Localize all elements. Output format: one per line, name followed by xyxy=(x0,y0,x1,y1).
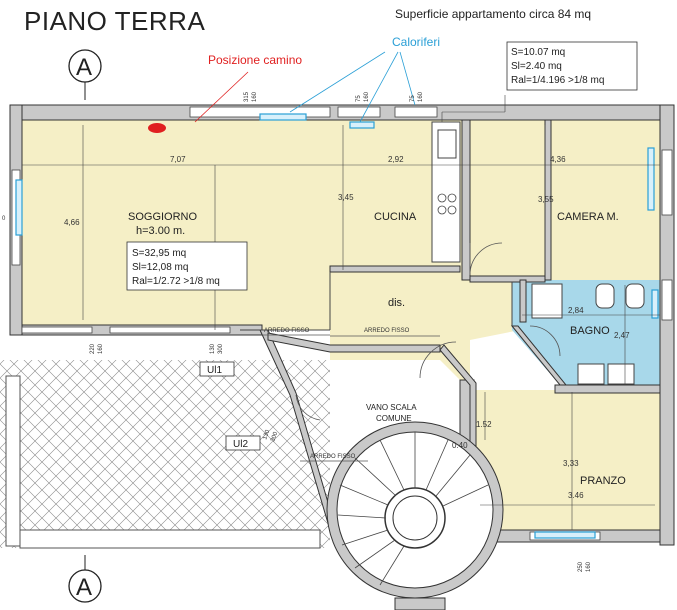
dimension-lines xyxy=(22,95,660,530)
odim-75a: 75 xyxy=(356,95,362,102)
dim-152: 1.52 xyxy=(476,420,492,429)
camera-info-2: Sl=2.40 mq xyxy=(511,61,562,72)
odim-160a: 160 xyxy=(252,91,258,102)
odim-160e: 160 xyxy=(586,561,592,572)
soggiorno-info-2: Sl=12,08 mq xyxy=(132,262,188,273)
fireplace-callout xyxy=(194,71,249,123)
fixed-furniture-lines xyxy=(262,334,440,462)
surface-note: Superficie appartamento circa 84 mq xyxy=(395,7,591,21)
fireplace-marker xyxy=(148,123,166,133)
sink-left xyxy=(577,363,605,385)
ul1-box xyxy=(199,361,235,377)
floor-main xyxy=(22,120,660,540)
odim-300b: 300 xyxy=(270,431,279,443)
radiators-label: Caloriferi xyxy=(392,35,440,49)
section-marker-bottom xyxy=(68,555,102,603)
room-pranzo: PRANZO xyxy=(580,475,626,487)
room-camera: CAMERA M. xyxy=(557,211,619,223)
page-title: PIANO TERRA xyxy=(24,6,205,36)
kitchen-sink xyxy=(437,129,457,159)
stair-landing-wall xyxy=(394,597,446,610)
soggiorno-info-3: Ral=1/2.72 >1/8 mq xyxy=(132,276,220,287)
room-dis: dis. xyxy=(388,297,405,309)
room-vano-scala-1: VANO SCALA xyxy=(366,403,417,412)
terrace-post xyxy=(5,375,21,547)
odim-0: 0 xyxy=(2,216,6,222)
arredo-fisso-2: ARREDO FISSO xyxy=(364,328,410,334)
sink-right xyxy=(607,363,635,385)
partitions xyxy=(240,272,513,331)
toilet-icon xyxy=(625,283,645,309)
stair-core-inner xyxy=(392,495,438,541)
dim-292: 2,92 xyxy=(388,155,404,164)
door-swings xyxy=(295,242,561,421)
odim-160d: 160 xyxy=(98,343,104,354)
odim-315: 315 xyxy=(244,91,250,102)
bidet-icon xyxy=(595,283,615,309)
dim-707: 7,07 xyxy=(170,155,186,164)
odim-160c: 160 xyxy=(418,91,424,102)
radiators xyxy=(15,113,659,539)
dim-040: 0.40 xyxy=(452,441,468,450)
room-soggiorno-height: h=3.00 m. xyxy=(136,225,185,237)
stair-treads xyxy=(337,432,489,586)
dim-284: 2,84 xyxy=(568,306,584,315)
soggiorno-info-box xyxy=(126,241,248,291)
dim-333: 3,33 xyxy=(563,459,579,468)
section-marker-top xyxy=(68,49,102,100)
dim-436: 4,36 xyxy=(550,155,566,164)
stair-top-wall xyxy=(267,332,441,353)
ul2-box xyxy=(225,435,261,451)
terrace-rail xyxy=(19,529,321,549)
odim-130a: 130 xyxy=(210,343,216,354)
room-cucina: CUCINA xyxy=(374,211,417,223)
terrace-hatch xyxy=(0,360,330,550)
dim-346: 3.46 xyxy=(568,491,584,500)
soggiorno-info-1: S=32,95 mq xyxy=(132,248,186,259)
fireplace-label: Posizione camino xyxy=(208,53,302,67)
shower-tray xyxy=(531,283,563,319)
window-label-ul1: Ul1 xyxy=(207,365,222,376)
camera-info-1: S=10.07 mq xyxy=(511,47,565,58)
dim-466: 4,66 xyxy=(64,218,80,227)
section-label-top: A xyxy=(76,54,92,81)
room-bagno: BAGNO xyxy=(570,325,610,337)
terrace-hatch-lower xyxy=(0,548,330,555)
window-label-ul2: Ul2 xyxy=(233,439,248,450)
dim-345: 3,45 xyxy=(338,193,354,202)
camera-info-box xyxy=(506,41,638,91)
dim-247: 2,47 xyxy=(614,331,630,340)
odim-130b: 130 xyxy=(262,429,271,441)
odim-75b: 75 xyxy=(410,95,416,102)
odim-250: 250 xyxy=(578,561,584,572)
odim-300a: 300 xyxy=(218,343,224,354)
bath-wall xyxy=(510,325,568,386)
camera-info-3: Ral=1/4.196 >1/8 mq xyxy=(511,75,604,86)
dim-355: 3,55 xyxy=(538,195,554,204)
odim-160b: 160 xyxy=(364,91,370,102)
odim-220: 220 xyxy=(90,343,96,354)
room-soggiorno: SOGGIORNO xyxy=(128,211,198,223)
section-label-bottom: A xyxy=(76,574,92,601)
arredo-fisso-3: ARREDO FISSO xyxy=(310,454,356,460)
room-vano-scala-2: COMUNE xyxy=(376,414,412,423)
stove-icon xyxy=(437,193,457,215)
radiator-callouts xyxy=(289,51,416,123)
arredo-fisso-1: ARREDO FISSO xyxy=(264,328,310,334)
